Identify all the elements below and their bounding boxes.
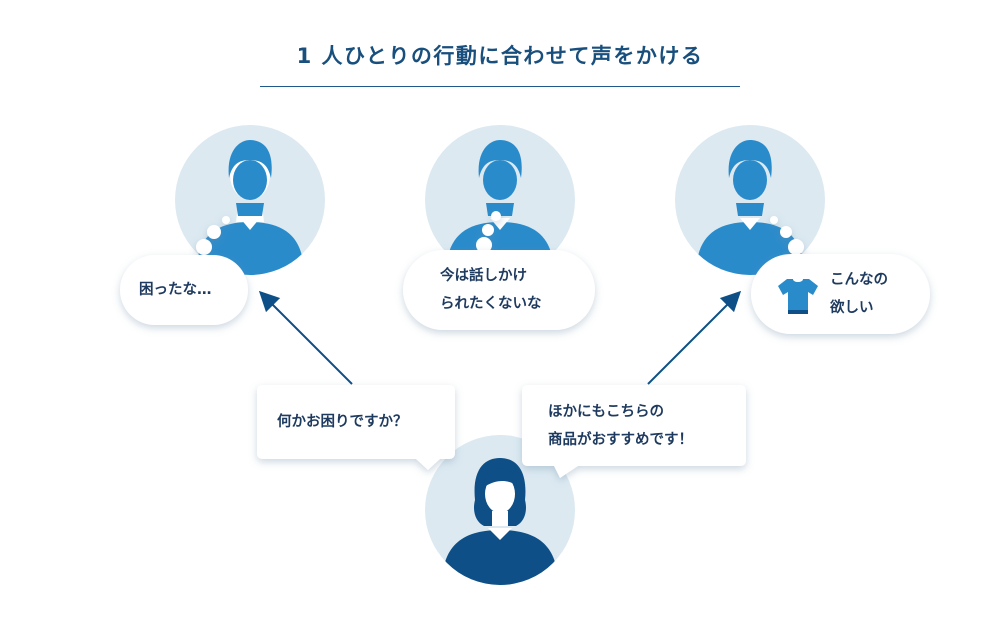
thought-dots-3 [770,216,804,255]
thought-text-3: こんなの 欲しい [830,266,888,322]
speech-line: 商品がおすすめです！ [548,432,693,448]
thought-line: 今は話しかけ [440,268,527,284]
thought-text-2: 今は話しかけ られたくないな [440,262,542,318]
title-underline [260,86,740,87]
thought-dots-1 [196,216,230,255]
thought-line: られたくないな [440,296,542,312]
thought-line: 欲しい [830,300,874,316]
thought-line: 困ったな… [139,282,212,298]
speech-text-left: 何かお困りですか？ [277,408,408,436]
arrow-to-customer-1 [258,290,353,385]
arrow-to-customer-3 [647,290,742,385]
thought-bubble-1 [120,255,248,325]
t-shirt-icon [778,279,818,314]
speech-line: 何かお困りですか？ [277,414,408,430]
thought-bubble-2 [403,250,595,330]
thought-dots-2 [476,211,501,253]
customer-avatar-1 [175,125,325,275]
diagram-title: 1 人ひとりの行動に合わせて声をかける [296,44,704,68]
speech-line: ほかにもこちらの [548,404,664,420]
customer-avatar-3 [675,125,825,275]
thought-text-1: 困ったな… [139,276,212,304]
speech-bubble-left [257,385,455,470]
thought-line: こんなの [830,272,888,288]
speech-bubble-right [522,385,746,478]
staff-avatar [425,435,575,585]
speech-text-right: ほかにもこちらの 商品がおすすめです！ [548,398,693,454]
